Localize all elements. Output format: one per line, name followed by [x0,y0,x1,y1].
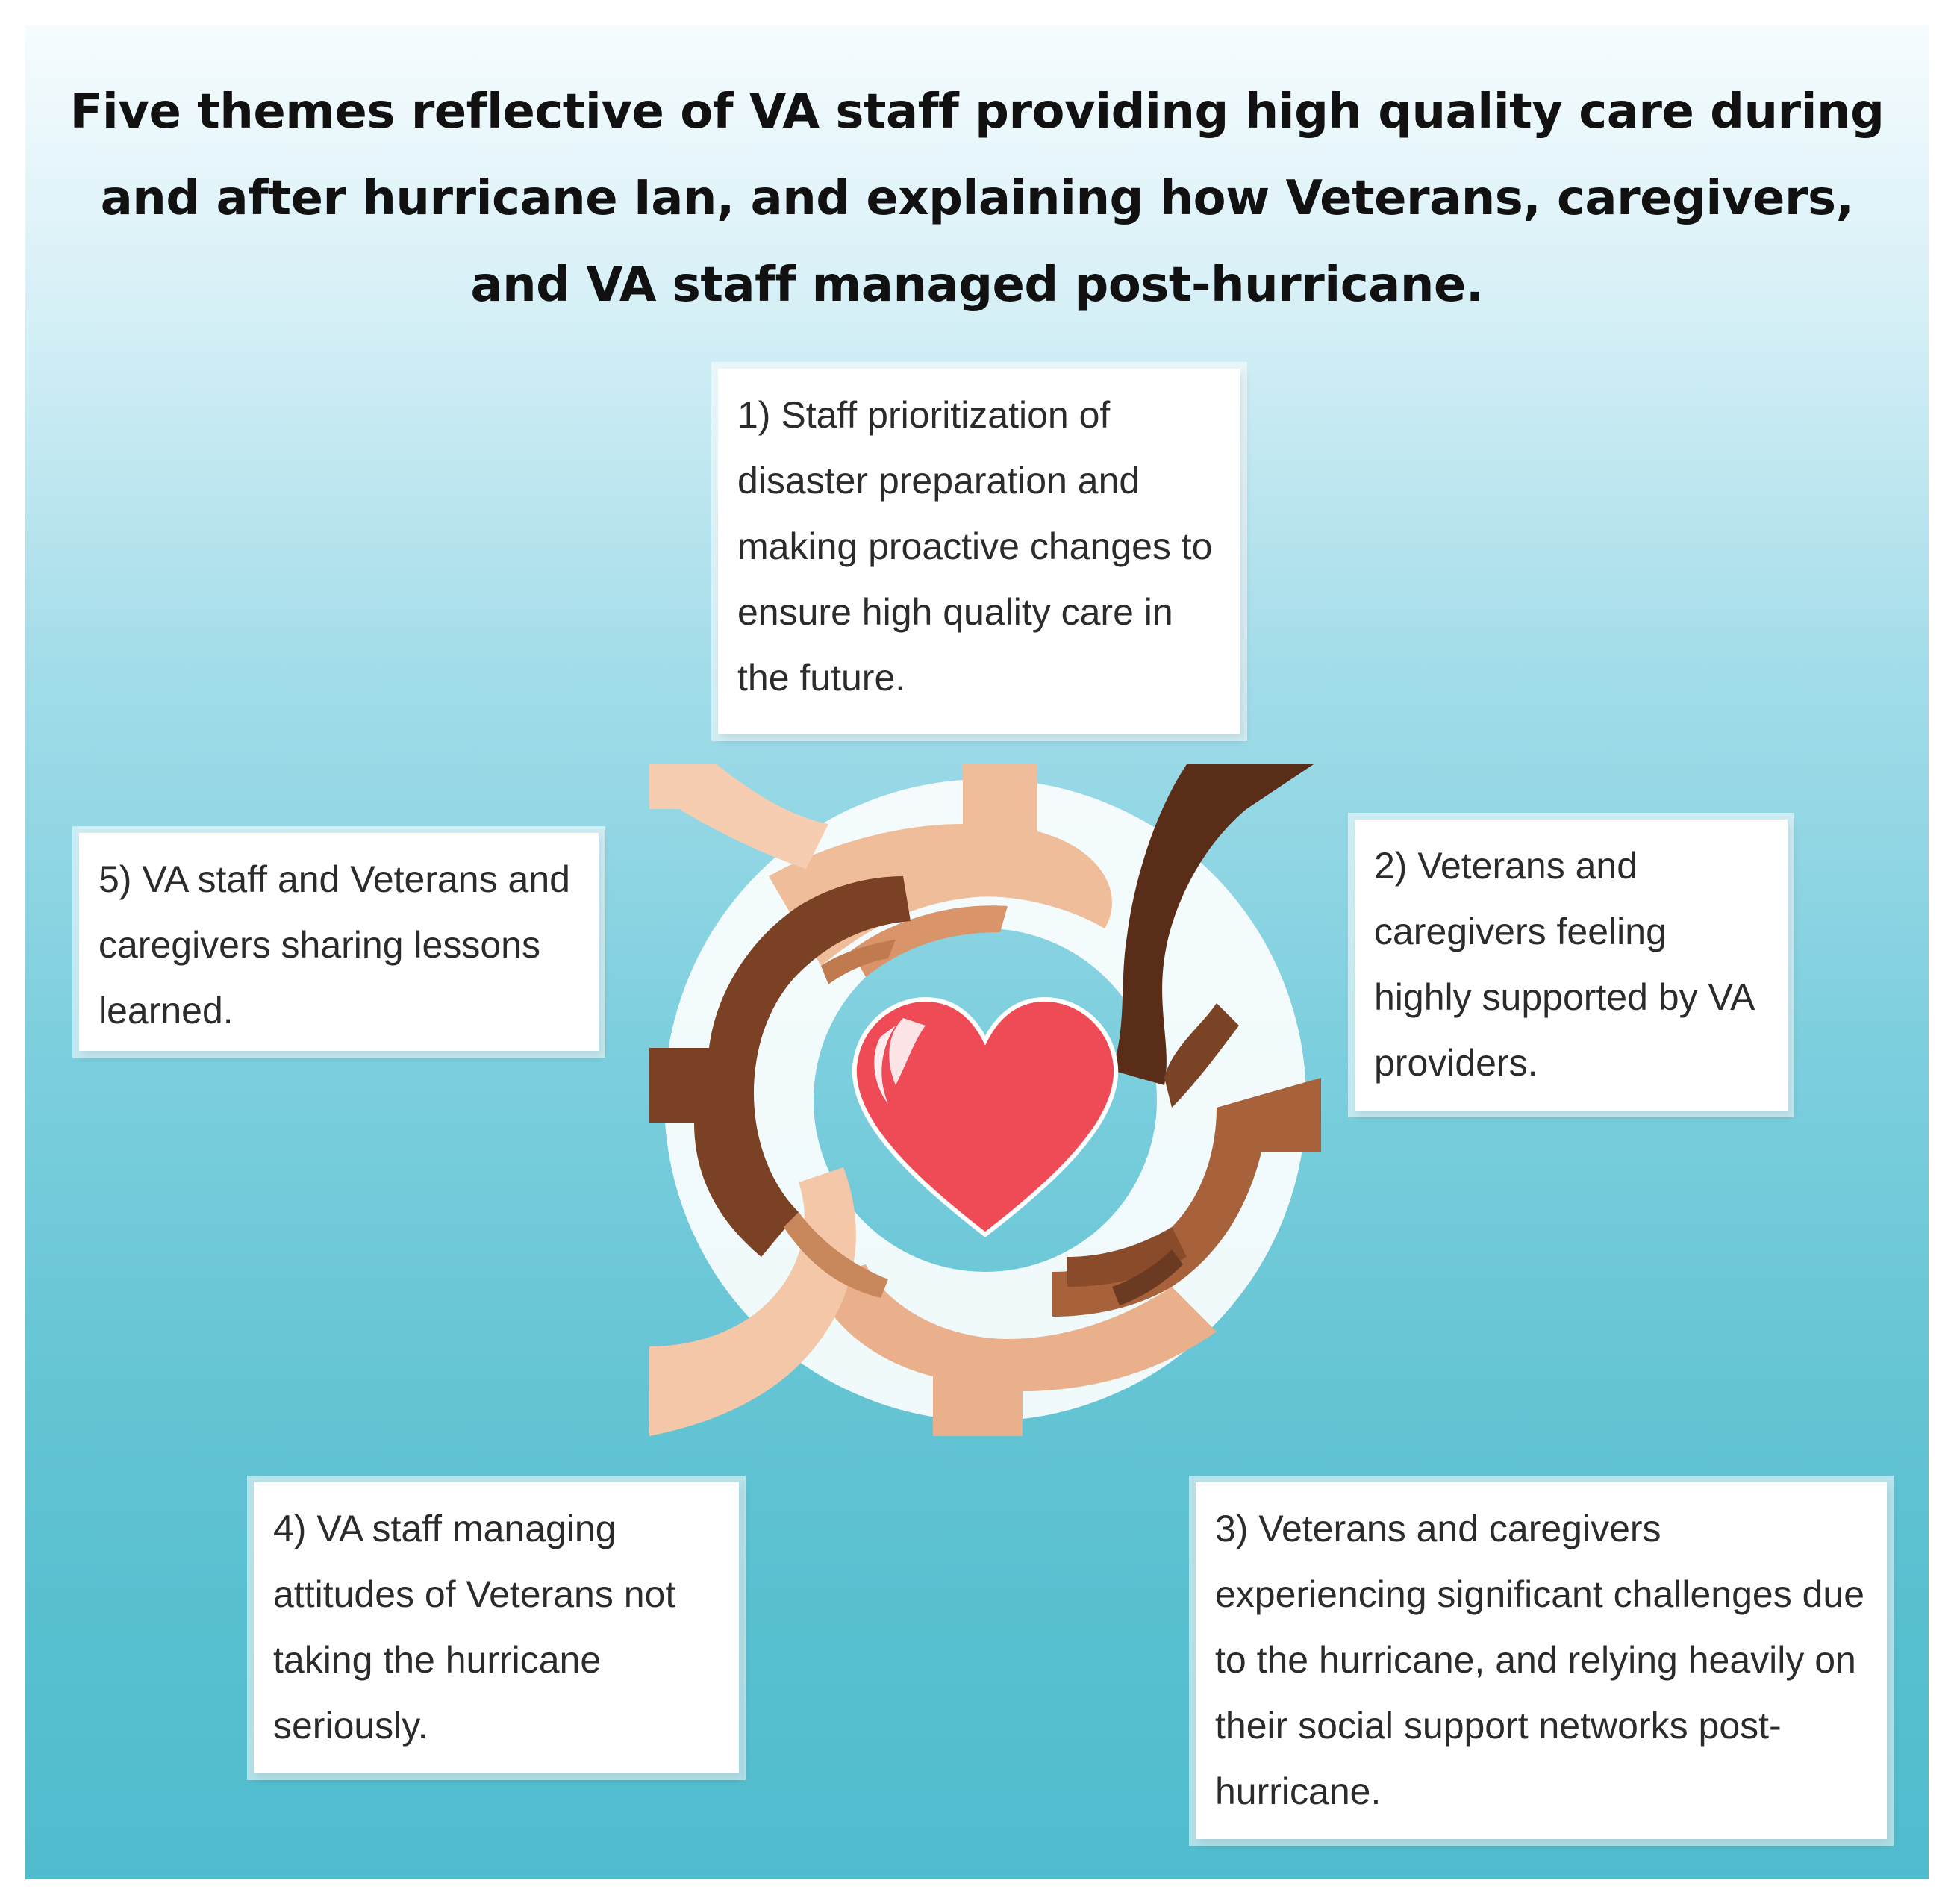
heart-icon [852,996,1119,1237]
theme-text-4: 4) VA staff managing attitudes of Vetera… [273,1508,676,1747]
theme-box-1: 1) Staff prioritization of disaster prep… [718,369,1240,734]
theme-box-4: 4) VA staff managing attitudes of Vetera… [254,1482,739,1773]
hands-circle-illustration [649,764,1321,1436]
theme-text-5: 5) VA staff and Veterans and caregivers … [99,858,570,1031]
infographic-panel: Five themes reflective of VA staff provi… [25,25,1929,1879]
hands-ring [649,764,1321,1436]
theme-text-1: 1) Staff prioritization of disaster prep… [737,394,1213,699]
theme-box-3: 3) Veterans and caregivers experiencing … [1196,1482,1887,1839]
theme-box-2: 2) Veterans and caregivers feeling highl… [1355,820,1788,1111]
theme-text-2: 2) Veterans and caregivers feeling highl… [1374,845,1753,1084]
theme-text-3: 3) Veterans and caregivers experiencing … [1215,1508,1865,1812]
theme-box-5: 5) VA staff and Veterans and caregivers … [79,833,599,1051]
infographic-title: Five themes reflective of VA staff provi… [69,84,1885,313]
